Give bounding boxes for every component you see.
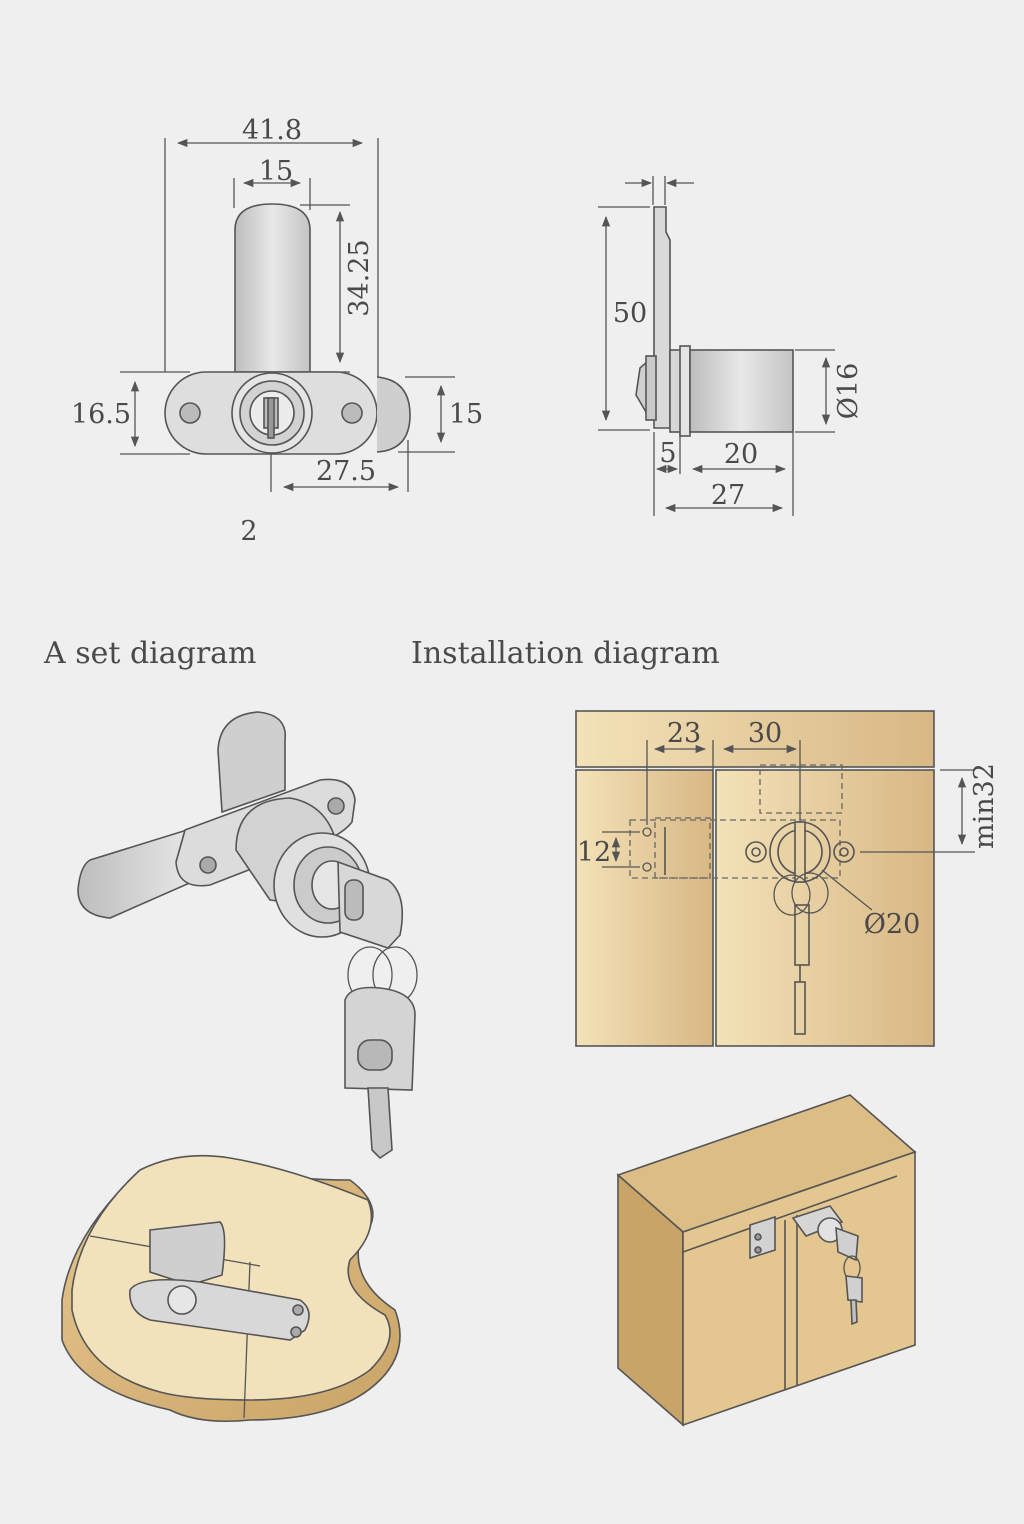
front-view: 41.8 15 34.25 16.5 15 27.5 2 [71,115,483,547]
dim-hole-offset: 23 [667,718,701,749]
wood-piece-illustration [61,1154,401,1423]
dim-plate-height: 50 [613,298,647,329]
dim-diameter: Ø16 [833,363,864,420]
install-diagram: 23 30 min32 12 Ø20 [575,710,1000,1047]
side-view: 50 Ø16 5 20 27 [598,176,864,516]
dim-bolt-height: 34.25 [344,239,375,316]
dim-overall-width: 41.8 [242,115,302,146]
dim-cylinder-length: 20 [724,439,758,470]
dim-flange: 5 [659,438,676,469]
cabinet-illustration [616,1094,917,1427]
dim-hole-pitch: 12 [577,837,611,868]
dim-total-length: 27 [711,480,745,511]
dim-hole-diameter: Ø20 [864,909,921,940]
dim-flange-height: 15 [449,399,483,430]
lock-set-illustration [77,711,418,1160]
dim-bolt-width: 15 [259,156,293,187]
dim-min-distance: min32 [969,763,1000,849]
variant-label: 2 [240,516,257,547]
heading-installation-diagram: Installation diagram [411,636,720,671]
dim-offset: 27.5 [316,456,376,487]
heading-set-diagram: A set diagram [43,636,257,671]
dim-spacing: 30 [748,718,782,749]
dim-body-height: 16.5 [71,399,131,430]
